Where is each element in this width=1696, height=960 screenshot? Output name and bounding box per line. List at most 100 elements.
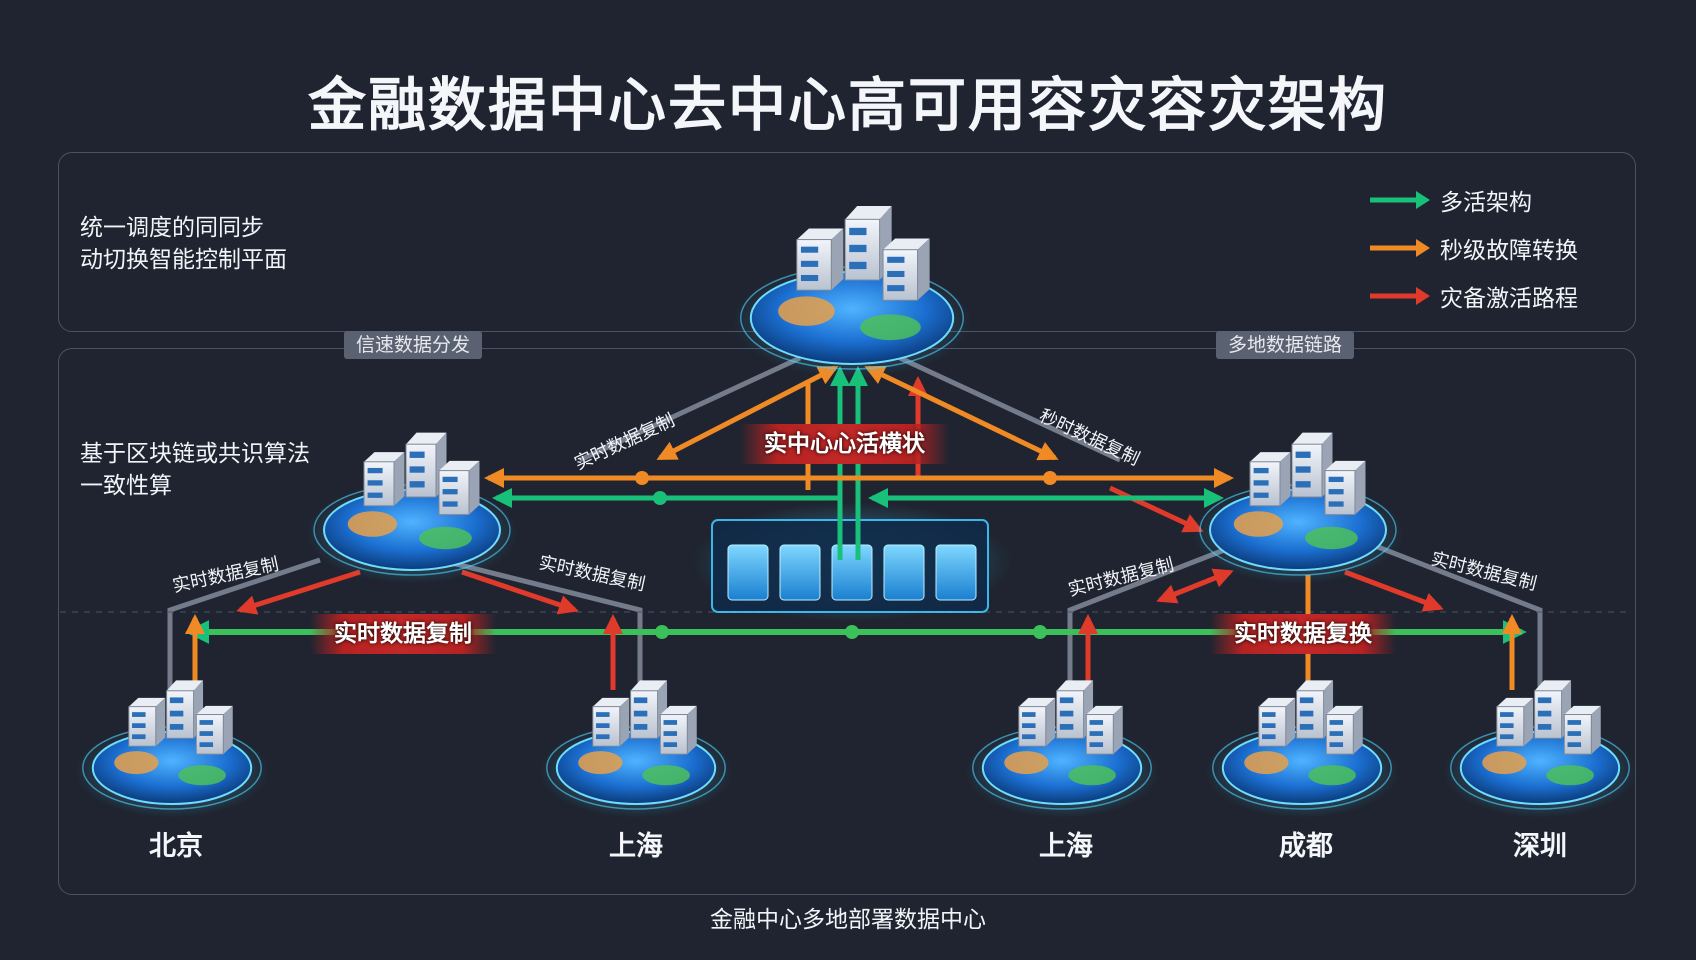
- server-slot: [132, 734, 146, 740]
- server-top: [1086, 705, 1123, 715]
- link-node: [845, 625, 859, 639]
- server-side: [1353, 705, 1363, 755]
- server-slot: [1022, 734, 1036, 740]
- server-slot: [1262, 723, 1276, 729]
- link-node: [1033, 625, 1047, 639]
- server-slot: [367, 480, 383, 486]
- city-links: [185, 568, 1522, 690]
- server-side: [831, 228, 844, 291]
- regional-links: [484, 468, 1234, 508]
- server-top: [845, 205, 892, 220]
- server-icon: [1325, 705, 1363, 755]
- legend-item-dr-activation: 灾备激活路程: [1368, 281, 1578, 312]
- tag-fast-distribution: 信速数据分发: [344, 331, 483, 359]
- server-side: [223, 705, 233, 755]
- server-slot: [409, 466, 425, 473]
- server-slot: [1537, 710, 1552, 717]
- continent-shape: [1244, 751, 1289, 775]
- server-slot: [442, 476, 458, 483]
- city-label-chengdu: 成都: [1279, 831, 1333, 862]
- server-slot: [633, 697, 648, 704]
- server-top: [1292, 432, 1333, 445]
- server-side: [619, 697, 630, 747]
- data-cube: [935, 544, 977, 601]
- continent-shape: [1068, 765, 1116, 786]
- continent-shape: [1482, 751, 1527, 775]
- link-node: [1043, 471, 1057, 485]
- server-side: [1523, 697, 1534, 747]
- server-side: [917, 238, 930, 301]
- server-icon: [438, 460, 480, 516]
- grey-link: [1359, 537, 1543, 690]
- server-top: [1018, 697, 1056, 707]
- server-side: [155, 697, 166, 747]
- server-slot: [1328, 476, 1344, 483]
- server-slot: [1299, 697, 1314, 704]
- datacenter-nodes: [74, 205, 1638, 818]
- node-region-east: [1192, 432, 1404, 584]
- tag-multi-site-link: 多地数据链路: [1216, 331, 1355, 359]
- server-slot: [442, 501, 458, 507]
- server-slot: [1567, 731, 1582, 736]
- server-slot: [1328, 489, 1344, 495]
- server-slot: [169, 724, 184, 730]
- server-slot: [887, 270, 905, 278]
- link-node: [653, 491, 667, 505]
- continent-shape: [1305, 526, 1358, 550]
- server-side: [1355, 460, 1366, 515]
- server-side: [1285, 697, 1296, 747]
- server-icon: [882, 238, 930, 301]
- server-top: [1496, 697, 1534, 707]
- server-icon: [1324, 460, 1366, 516]
- server-slot: [800, 260, 819, 267]
- server-slot: [409, 451, 425, 458]
- center-hub: [692, 502, 1012, 622]
- server-slot: [132, 723, 146, 729]
- continent-shape: [778, 296, 835, 326]
- server-slot: [1329, 731, 1344, 736]
- red-link: [1344, 569, 1444, 612]
- server-top: [796, 228, 844, 240]
- legend-label: 秒级故障转换: [1440, 238, 1578, 264]
- server-slot: [1537, 724, 1552, 730]
- server-slot: [1262, 712, 1276, 717]
- continent-shape: [419, 526, 472, 550]
- server-icon: [592, 697, 630, 747]
- server-slot: [169, 710, 184, 717]
- server-slot: [1328, 501, 1344, 507]
- city-label-shanghai-2: 上海: [1039, 831, 1093, 862]
- server-slot: [596, 734, 610, 740]
- consensus-text: 基于区块链或共识算法 一致性算: [80, 438, 310, 502]
- server-slot: [132, 712, 146, 717]
- server-icon: [363, 452, 405, 507]
- orange-link: [656, 365, 839, 461]
- server-side: [1113, 705, 1123, 755]
- city-label-shenzhen: 深圳: [1513, 831, 1567, 862]
- continent-shape: [1004, 751, 1049, 775]
- server-side: [469, 460, 480, 515]
- data-cube: [883, 544, 925, 601]
- server-top: [1056, 680, 1094, 691]
- node-shanghai-2: [964, 680, 1160, 818]
- legend-item-active-active: 多活架构: [1368, 185, 1532, 216]
- server-slot: [596, 723, 610, 729]
- server-icon: [1085, 705, 1123, 755]
- red-arrow-icon: [1370, 287, 1430, 305]
- server-slot: [1089, 742, 1104, 748]
- server-top: [1326, 705, 1363, 715]
- server-slot: [663, 720, 678, 725]
- city-label-beijing: 北京: [149, 831, 203, 862]
- link-label: 秒时数据复制: [1036, 405, 1143, 470]
- server-top: [166, 680, 204, 691]
- consensus-line-1: 基于区块链或共识算法: [80, 441, 310, 467]
- server-slot: [633, 724, 648, 730]
- server-slot: [849, 261, 867, 270]
- continent-shape: [114, 751, 159, 775]
- continent-shape: [1308, 765, 1356, 786]
- server-slot: [887, 256, 905, 263]
- server-slot: [199, 742, 214, 748]
- red-link: [1108, 485, 1204, 533]
- server-slot: [1500, 712, 1514, 717]
- link-label: 实时数据复制: [571, 410, 678, 475]
